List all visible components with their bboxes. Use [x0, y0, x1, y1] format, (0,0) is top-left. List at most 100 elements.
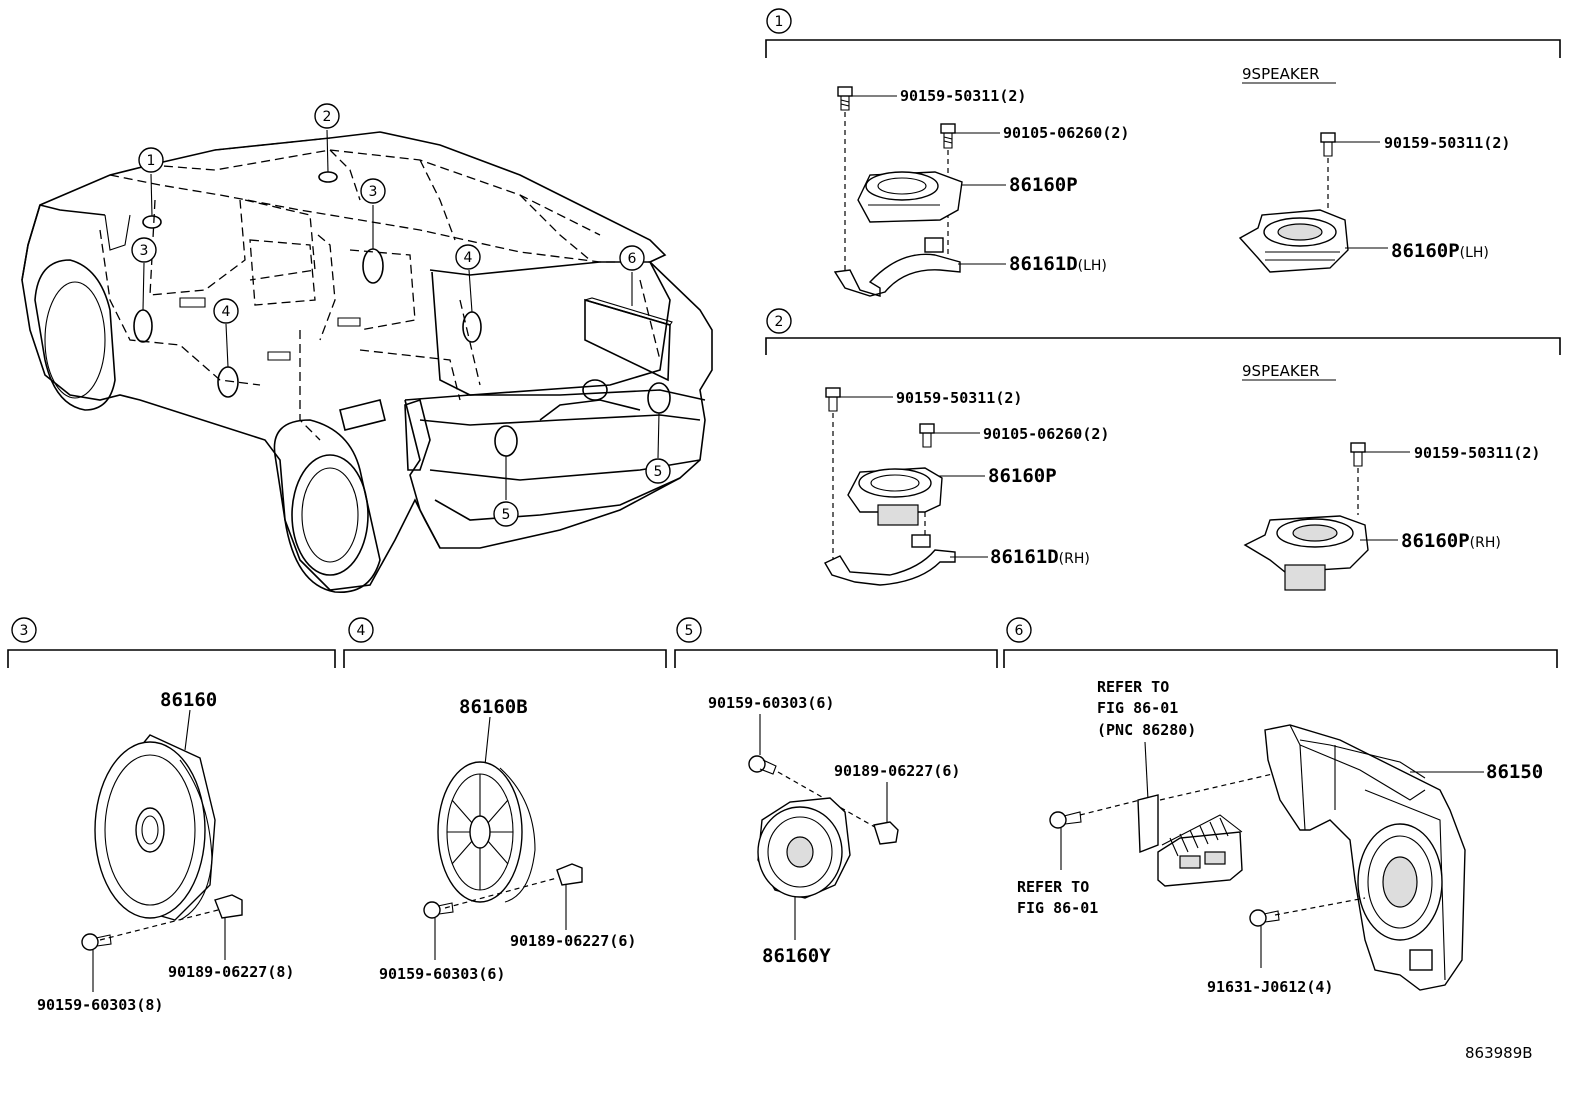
variant-9speaker-label: 9SPEAKER — [1242, 65, 1320, 83]
section-5-number[interactable]: 5 — [676, 617, 702, 643]
section-1-number[interactable]: 1 — [766, 8, 792, 34]
callout-3[interactable]: 3 — [360, 178, 386, 204]
clip-icon — [556, 863, 583, 886]
svg-text:2: 2 — [775, 314, 784, 330]
svg-text:(PNC 86280): (PNC 86280) — [1097, 721, 1196, 739]
part-86160P[interactable]: 86160P — [1009, 174, 1078, 196]
svg-text:3: 3 — [140, 243, 149, 259]
part-90159-50311[interactable]: 90159-50311(2) — [896, 389, 1022, 407]
part-86160P-RH[interactable]: 86160P(RH) — [1401, 530, 1501, 552]
svg-text:2: 2 — [323, 109, 332, 125]
speaker-bracket-icon — [833, 237, 961, 297]
svg-text:3: 3 — [20, 623, 29, 639]
svg-text:REFER TO: REFER TO — [1097, 678, 1169, 696]
section-6: 6 REFER TO FIG 86-01 (PNC 86280) REFER T… — [1003, 617, 1558, 996]
svg-text:4: 4 — [464, 250, 473, 266]
screw-icon — [1049, 811, 1082, 829]
svg-text:3: 3 — [369, 184, 378, 200]
refer-note-pnc: REFER TO FIG 86-01 (PNC 86280) — [1097, 678, 1196, 739]
part-86160B[interactable]: 86160B — [459, 696, 528, 718]
callout-6[interactable]: 6 — [619, 245, 645, 271]
part-90159-60303[interactable]: 90159-60303(6) — [708, 694, 834, 712]
section-3: 3 86160 90189-06227(8) 90159-60303(8) — [7, 617, 336, 1014]
svg-text:5: 5 — [685, 623, 694, 639]
screw-icon — [423, 901, 454, 919]
screw-icon — [748, 755, 777, 775]
part-90105-06260[interactable]: 90105-06260(2) — [983, 425, 1109, 443]
part-90159-60303[interactable]: 90159-60303(6) — [379, 965, 505, 983]
section-4-bracket — [343, 649, 667, 668]
vehicle-overview: 1 3 4 2 3 4 6 5 — [21, 103, 713, 593]
bolt-icon — [825, 387, 841, 412]
amplifier-icon — [1137, 794, 1243, 887]
variant-9speaker-label: 9SPEAKER — [1242, 362, 1320, 380]
part-86160P-LH[interactable]: 86160P(LH) — [1391, 240, 1489, 262]
section-1: 1 9SPEAKER 90159-50311(2) 90105-06260(2) — [765, 8, 1561, 297]
part-90105-06260[interactable]: 90105-06260(2) — [1003, 124, 1129, 142]
svg-text:5: 5 — [654, 464, 663, 480]
part-90189-06227[interactable]: 90189-06227(6) — [834, 762, 960, 780]
svg-text:FIG 86-01: FIG 86-01 — [1097, 699, 1178, 717]
part-90159-50311[interactable]: 90159-50311(2) — [900, 87, 1026, 105]
part-86160[interactable]: 86160 — [160, 689, 217, 711]
part-86150[interactable]: 86150 — [1486, 761, 1543, 783]
svg-text:5: 5 — [502, 507, 511, 523]
callout-3[interactable]: 3 — [131, 237, 157, 263]
section-3-number[interactable]: 3 — [11, 617, 37, 643]
tweeter-speaker-icon — [1243, 515, 1369, 591]
callout-2[interactable]: 2 — [314, 103, 340, 129]
bolt-icon — [1249, 909, 1280, 927]
bolt-icon — [1350, 442, 1366, 467]
part-86161D[interactable]: 86161D(LH) — [1009, 253, 1107, 275]
bolt-icon — [1320, 132, 1336, 157]
section-2-number[interactable]: 2 — [766, 308, 792, 334]
callout-5[interactable]: 5 — [493, 501, 519, 527]
rear-speaker-icon — [757, 797, 851, 899]
svg-text:4: 4 — [222, 304, 231, 320]
part-91631-J0612[interactable]: 91631-J0612(4) — [1207, 978, 1333, 996]
part-90189-06227[interactable]: 90189-06227(6) — [510, 932, 636, 950]
tweeter-speaker-icon — [1238, 209, 1349, 273]
section-3-bracket — [7, 649, 336, 668]
screw-icon — [81, 933, 112, 951]
door-speaker-icon — [437, 761, 536, 903]
part-86160P[interactable]: 86160P — [988, 465, 1057, 487]
svg-text:6: 6 — [628, 251, 637, 267]
svg-text:FIG 86-01: FIG 86-01 — [1017, 899, 1098, 917]
part-86161D[interactable]: 86161D(RH) — [990, 546, 1090, 568]
bolt-icon — [837, 86, 853, 111]
section-2-bracket — [765, 337, 1561, 355]
part-86160Y[interactable]: 86160Y — [762, 945, 831, 967]
section-4: 4 86160B 90189-06227(6) 90159-60303(6) — [343, 617, 667, 983]
section-4-number[interactable]: 4 — [348, 617, 374, 643]
callout-4[interactable]: 4 — [455, 244, 481, 270]
part-90189-06227[interactable]: 90189-06227(8) — [168, 963, 294, 981]
subwoofer-enclosure-icon — [1264, 724, 1466, 991]
part-90159-50311[interactable]: 90159-50311(2) — [1384, 134, 1510, 152]
section-2: 2 9SPEAKER 90159-50311(2) 90105-06260(2)… — [765, 308, 1561, 591]
svg-text:1: 1 — [147, 153, 156, 169]
door-speaker-icon — [94, 734, 216, 921]
part-90159-60303[interactable]: 90159-60303(8) — [37, 996, 163, 1014]
section-6-number[interactable]: 6 — [1006, 617, 1032, 643]
section-5-bracket — [674, 649, 998, 668]
svg-text:4: 4 — [357, 623, 366, 639]
illustration-code: 863989B — [1465, 1044, 1533, 1062]
part-90159-50311[interactable]: 90159-50311(2) — [1414, 444, 1540, 462]
callout-4[interactable]: 4 — [213, 298, 239, 324]
section-5: 5 90159-60303(6) 90189-06227(6) 86160Y — [674, 617, 998, 967]
callout-1[interactable]: 1 — [138, 147, 164, 173]
clip-icon — [214, 894, 243, 919]
tweeter-speaker-icon — [857, 171, 963, 223]
bolt-icon — [940, 123, 956, 149]
svg-text:6: 6 — [1015, 623, 1024, 639]
callout-5[interactable]: 5 — [645, 458, 671, 484]
svg-text:REFER TO: REFER TO — [1017, 878, 1089, 896]
clip-icon — [873, 821, 899, 845]
svg-text:1: 1 — [775, 14, 784, 30]
refer-note: REFER TO FIG 86-01 — [1017, 878, 1098, 917]
tweeter-speaker-icon — [847, 467, 943, 526]
section-1-bracket — [765, 39, 1561, 58]
speaker-bracket-icon — [824, 534, 956, 586]
